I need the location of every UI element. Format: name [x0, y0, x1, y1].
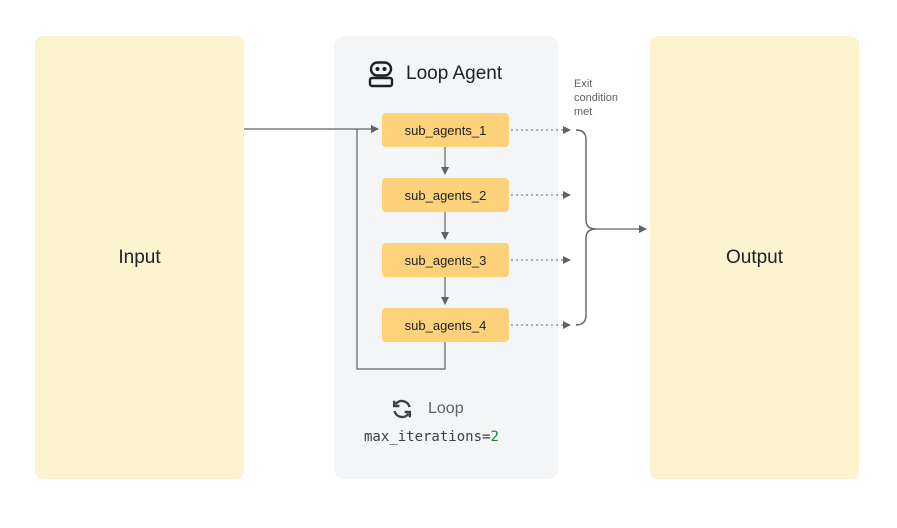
sub-agent-3: sub_agents_3 [382, 243, 509, 277]
input-panel: Input [35, 36, 244, 479]
loop-agent-header: Loop Agent [367, 60, 502, 88]
sub-agent-1: sub_agents_1 [382, 113, 509, 147]
robot-icon [368, 61, 394, 88]
loop-agent-title: Loop Agent [406, 63, 503, 84]
loop-footer: Loop [390, 396, 464, 422]
max-iterations-value: 2 [490, 429, 499, 445]
exit-brace [575, 129, 597, 326]
loop-label: Loop [428, 400, 464, 417]
sub-agent-4: sub_agents_4 [382, 308, 509, 342]
sub-agent-2: sub_agents_2 [382, 178, 509, 212]
max-iterations: max_iterations=2 [364, 429, 499, 445]
exit-condition-label: Exit condition met [574, 77, 618, 119]
output-label: Output [725, 246, 784, 268]
exit-condition-line-2: condition [574, 92, 619, 104]
input-label: Input [118, 246, 161, 268]
output-panel: Output [650, 36, 859, 479]
exit-condition-line-1: Exit [574, 78, 593, 90]
exit-condition-line-3: met [574, 106, 593, 118]
loop-back-line [356, 129, 446, 370]
max-iterations-key: max_iterations= [364, 429, 491, 445]
loop-icon [393, 399, 411, 419]
